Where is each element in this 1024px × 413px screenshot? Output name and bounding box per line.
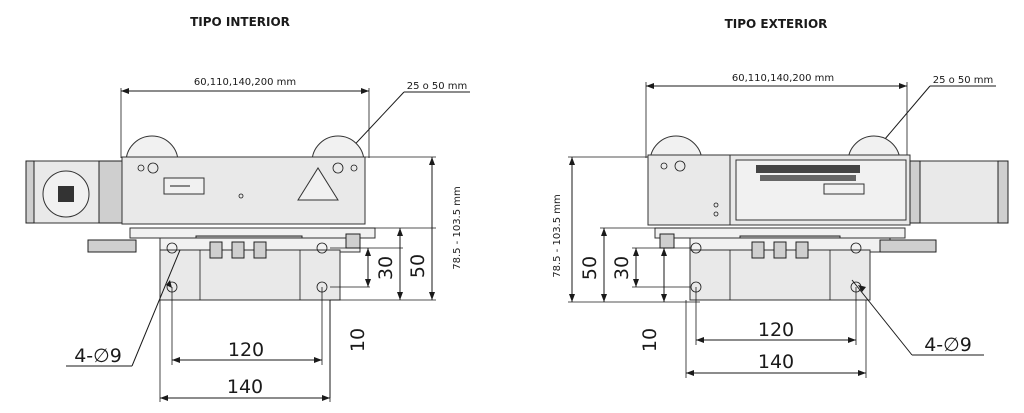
dim-140-left: 140	[227, 376, 263, 398]
title-tipo-exterior: TIPO EXTERIOR	[725, 17, 828, 31]
height-range-label-left: 78.5 - 103.5 mm	[452, 186, 463, 270]
dim-120-right: 120	[758, 319, 794, 341]
dim-120-left: 120	[228, 339, 264, 361]
dim-50-left: 50	[407, 254, 429, 278]
dim-140-right: 140	[758, 351, 794, 373]
dim-30-left: 30	[375, 256, 397, 280]
holes-label-left: 4-∅9	[74, 345, 122, 367]
holes-label-right: 4-∅9	[924, 334, 972, 356]
dim-30-right: 30	[611, 256, 633, 280]
offset-label: 25 o 50 mm	[407, 81, 468, 92]
drawing-tipo-exterior: 60,110,140,200 mm 25 o 50 mm	[552, 73, 1009, 378]
dim-10-left: 10	[347, 328, 369, 352]
drawing-tipo-interior: 60,110,140,200 mm 25 o 50 mm	[25, 77, 470, 402]
width-options-label-right: 60,110,140,200 mm	[732, 73, 834, 84]
width-options-label: 60,110,140,200 mm	[194, 77, 296, 88]
offset-label-right: 25 o 50 mm	[933, 75, 994, 86]
title-tipo-interior: TIPO INTERIOR	[190, 15, 290, 29]
dim-10-right: 10	[639, 328, 661, 352]
height-range-label-right: 78.5 - 103.5 mm	[552, 194, 563, 278]
dim-50-right: 50	[579, 256, 601, 280]
